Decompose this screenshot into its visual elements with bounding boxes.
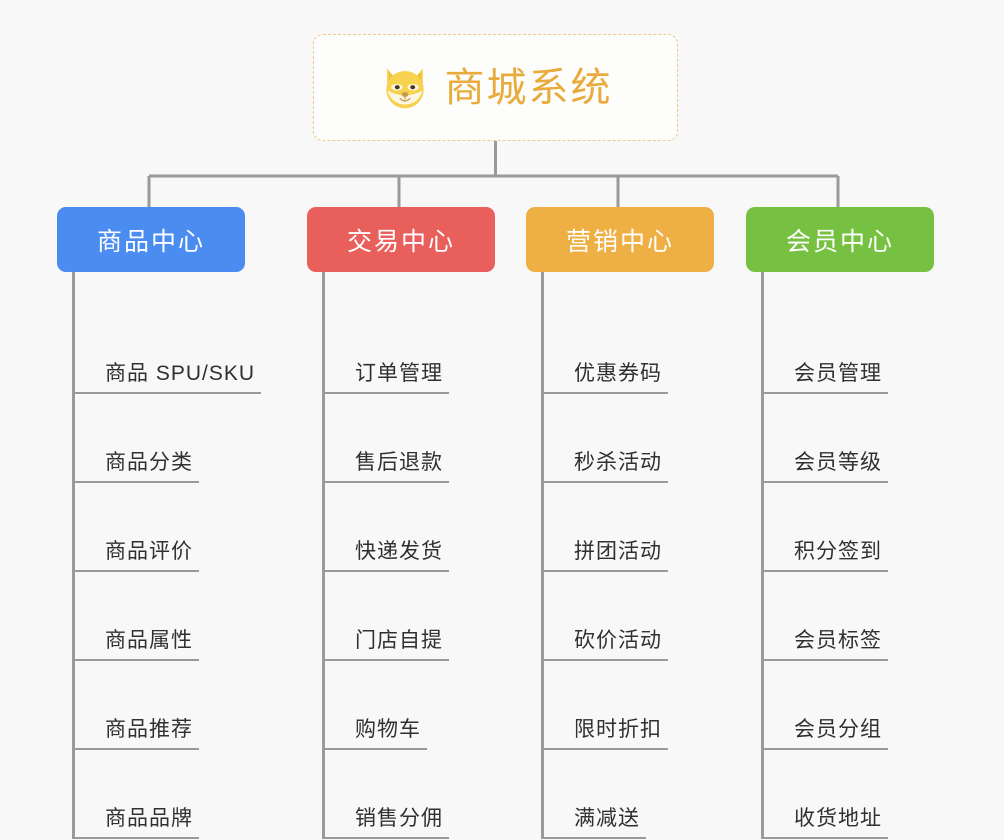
leaf-item-underline: 秒杀活动 [541,450,668,483]
leaf-item-label: 快递发货 [355,539,443,563]
leaf-item[interactable]: 砍价活动 [526,572,714,661]
leaf-item-label: 限时折扣 [574,717,662,741]
leaf-item-underline: 会员标签 [761,628,888,661]
leaf-item-label: 秒杀活动 [574,450,662,474]
category-header-product-center[interactable]: 商品中心 [57,207,245,272]
leaf-item-label: 商品属性 [105,628,193,652]
category-column-product-center: 商品中心商品 SPU/SKU 商品分类商品评价商品属性商品推荐商品品牌 [57,207,262,839]
leaf-item-underline: 订单管理 [322,361,449,394]
leaf-item-underline: 销售分佣 [322,806,449,839]
leaf-item-label: 销售分佣 [355,806,443,830]
category-header-member-center[interactable]: 会员中心 [746,207,934,272]
leaf-item-label: 会员等级 [794,450,882,474]
leaf-item[interactable]: 收货地址 [746,750,934,839]
leaf-item[interactable]: 销售分佣 [307,750,495,839]
leaf-item-underline: 会员等级 [761,450,888,483]
leaf-item[interactable]: 商品属性 [57,572,245,661]
leaf-item[interactable]: 商品 SPU/SKU [57,305,262,394]
leaf-item[interactable]: 满减送 [526,750,714,839]
leaf-item[interactable]: 快递发货 [307,483,495,572]
leaf-item[interactable]: 会员管理 [746,305,934,394]
category-header-marketing-center[interactable]: 营销中心 [526,207,714,272]
category-header-label: 营销中心 [565,227,674,256]
category-header-label: 会员中心 [785,227,894,256]
root-title: 商城系统 [444,65,613,110]
leaf-item[interactable]: 商品分类 [57,394,245,483]
leaf-item-underline: 会员分组 [761,717,888,750]
leaf-item-label: 商品分类 [105,450,193,474]
category-column-marketing-center: 营销中心优惠券码秒杀活动拼团活动砍价活动限时折扣满减送 [526,207,714,839]
leaf-item[interactable]: 门店自提 [307,572,495,661]
category-column-trade-center: 交易中心订单管理售后退款快递发货门店自提购物车销售分佣 [307,207,495,839]
leaf-item-underline: 限时折扣 [541,717,668,750]
leaf-item-underline: 满减送 [541,806,646,839]
leaf-list-member-center: 会员管理会员等级积分签到会员标签会员分组收货地址 [746,272,934,839]
leaf-item[interactable]: 售后退款 [307,394,495,483]
leaf-item[interactable]: 积分签到 [746,483,934,572]
leaf-item-label: 购物车 [355,717,421,741]
category-header-label: 交易中心 [346,227,455,256]
column-trunk-line [322,272,325,839]
leaf-item[interactable]: 会员等级 [746,394,934,483]
leaf-item[interactable]: 商品评价 [57,483,245,572]
leaf-item[interactable]: 限时折扣 [526,661,714,750]
column-trunk-line [72,272,75,839]
leaf-item[interactable]: 会员标签 [746,572,934,661]
leaf-item[interactable]: 秒杀活动 [526,394,714,483]
leaf-item[interactable]: 购物车 [307,661,495,750]
leaf-item[interactable]: 商品品牌 [57,750,245,839]
leaf-item-label: 会员标签 [794,628,882,652]
column-trunk-line [541,272,544,839]
leaf-item-underline: 优惠券码 [541,361,668,394]
leaf-list-trade-center: 订单管理售后退款快递发货门店自提购物车销售分佣 [307,272,495,839]
leaf-item-underline: 收货地址 [761,806,888,839]
category-header-label: 商品中心 [96,227,205,256]
leaf-item[interactable]: 订单管理 [307,305,495,394]
leaf-item[interactable]: 会员分组 [746,661,934,750]
leaf-item-label: 门店自提 [355,628,443,652]
leaf-item-underline: 购物车 [322,717,427,750]
column-trunk-line [761,272,764,839]
leaf-item-label: 满减送 [574,806,640,830]
leaf-item-label: 会员管理 [794,361,882,385]
leaf-list-marketing-center: 优惠券码秒杀活动拼团活动砍价活动限时折扣满减送 [526,272,714,839]
leaf-item-label: 售后退款 [355,450,443,474]
leaf-item[interactable]: 商品推荐 [57,661,245,750]
root-node[interactable]: 商城系统 [313,34,678,141]
leaf-item-label: 商品品牌 [105,806,193,830]
leaf-item-label: 收货地址 [794,806,882,830]
leaf-item-underline: 商品评价 [72,539,199,572]
leaf-item-label: 砍价活动 [574,628,662,652]
leaf-item-underline: 会员管理 [761,361,888,394]
category-column-member-center: 会员中心会员管理会员等级积分签到会员标签会员分组收货地址 [746,207,934,839]
leaf-item-label: 商品评价 [105,539,193,563]
leaf-item-underline: 拼团活动 [541,539,668,572]
leaf-item-underline: 商品分类 [72,450,199,483]
leaf-item-label: 积分签到 [794,539,882,563]
leaf-item-label: 商品推荐 [105,717,193,741]
leaf-item-underline: 售后退款 [322,450,449,483]
leaf-item[interactable]: 拼团活动 [526,483,714,572]
leaf-item-label: 拼团活动 [574,539,662,563]
leaf-item-label: 订单管理 [355,361,443,385]
leaf-item-label: 优惠券码 [574,361,662,385]
leaf-item-underline: 商品 SPU/SKU [72,361,262,394]
leaf-item-underline: 快递发货 [322,539,449,572]
leaf-item-underline: 砍价活动 [541,628,668,661]
category-header-trade-center[interactable]: 交易中心 [307,207,495,272]
leaf-item-underline: 商品属性 [72,628,199,661]
leaf-item-underline: 积分签到 [761,539,888,572]
leaf-item-underline: 商品品牌 [72,806,199,839]
leaf-list-product-center: 商品 SPU/SKU 商品分类商品评价商品属性商品推荐商品品牌 [57,272,262,839]
leaf-item[interactable]: 优惠券码 [526,305,714,394]
shiba-dog-face-icon [379,62,431,114]
leaf-item-underline: 商品推荐 [72,717,199,750]
leaf-item-label: 商品 SPU/SKU [105,361,256,385]
leaf-item-underline: 门店自提 [322,628,449,661]
leaf-item-label: 会员分组 [794,717,882,741]
